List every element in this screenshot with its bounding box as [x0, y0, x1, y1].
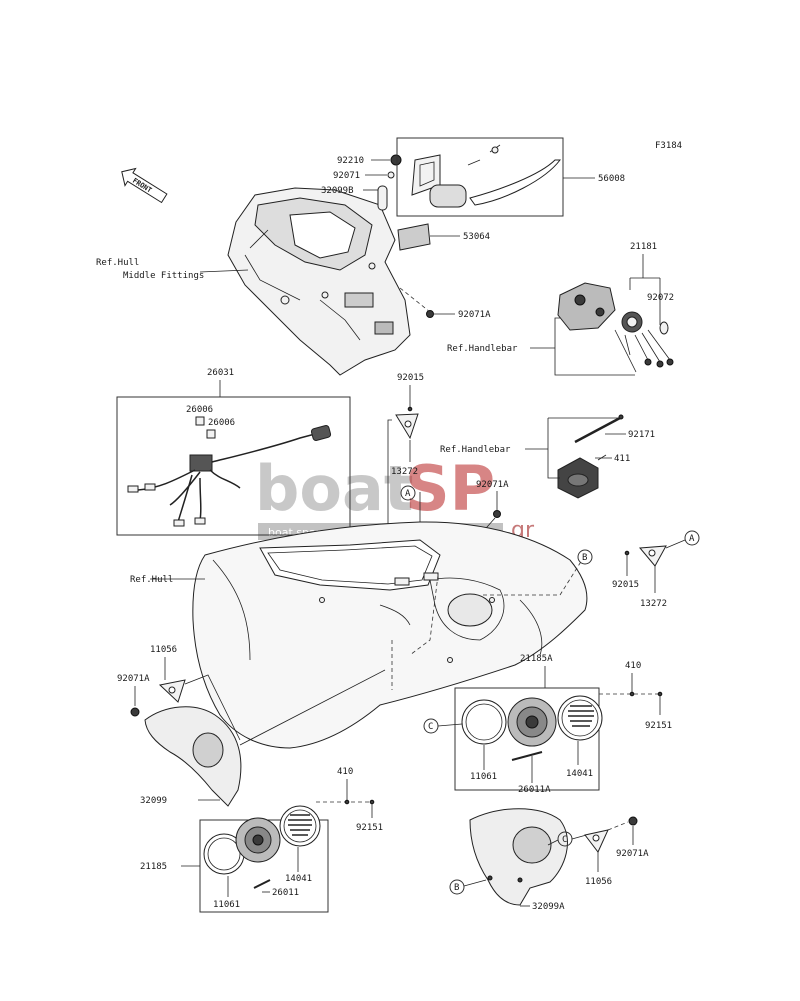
part-number-92171: 92171 [628, 430, 655, 440]
part-number-92071a-right: 92071A [616, 849, 649, 859]
part-number-11061-right: 11061 [470, 772, 497, 782]
part-number-92210: 92210 [337, 156, 364, 166]
part-number-14041-left: 14041 [285, 874, 312, 884]
part-number-32099b: 32099B [321, 186, 354, 196]
callout-a-right [684, 530, 700, 546]
part-number-26011: 26011 [272, 888, 299, 898]
part-number-92071: 92071 [333, 171, 360, 181]
part-number-13272-right: 13272 [640, 599, 667, 609]
hull-deck [192, 521, 588, 749]
harness-box-26031 [116, 396, 351, 536]
speaker-box-21185a [454, 687, 600, 791]
part-number-92072: 92072 [647, 293, 674, 303]
handlebar-switch-21181 [557, 282, 674, 373]
washer-92071 [387, 171, 395, 179]
kit-56008-parts [411, 144, 562, 208]
bolt-92071a-left [130, 707, 140, 717]
part-number-410-left: 410 [337, 767, 353, 777]
ref-handlebar-1: Ref.Handlebar [447, 344, 518, 354]
part-number-92071a-left: 92071A [117, 674, 150, 684]
callout-c-right-label: C [428, 722, 433, 732]
ref-hull: Ref.Hull [130, 575, 173, 585]
part-number-11061-left: 11061 [213, 900, 240, 910]
ref-handlebar-2: Ref.Handlebar [440, 445, 511, 455]
speaker-kit-21185 [203, 805, 321, 889]
part-number-11056-right: 11056 [585, 877, 612, 887]
wire-harness-26031 [127, 416, 332, 527]
part-number-56008: 56008 [598, 174, 625, 184]
callout-b-bottom [449, 879, 465, 895]
nut-92210 [390, 154, 402, 166]
part-number-11056-left: 11056 [150, 645, 177, 655]
part-number-411: 411 [614, 454, 630, 464]
callout-b-top-label: B [582, 553, 587, 563]
handlebar-grip-parts [557, 414, 624, 499]
part-number-21181: 21181 [630, 242, 657, 252]
part-number-92151-right: 92151 [645, 721, 672, 731]
callout-b-top [577, 549, 593, 565]
ref-hull-middle-line2: Middle Fittings [123, 271, 204, 281]
bolt-92071a-right [628, 816, 638, 826]
callout-a-right-label: A [689, 534, 695, 544]
callout-a-mid-label: A [405, 489, 411, 499]
part-number-32099: 32099 [140, 796, 167, 806]
clamp-32099b [377, 185, 388, 211]
part-number-92015-mid: 92015 [397, 373, 424, 383]
kit-box-56008 [396, 137, 564, 217]
part-number-410-right: 410 [625, 661, 641, 671]
watermark-brand-grey: boat [255, 452, 413, 525]
part-number-26006-a: 26006 [186, 405, 213, 415]
cover-32099 [144, 706, 242, 807]
callout-b-bottom-label: B [454, 883, 459, 893]
deck-middle-fitting [227, 187, 411, 376]
part-number-26011a: 26011A [518, 785, 551, 795]
part-number-21185a: 21185A [520, 654, 553, 664]
part-number-92151-left: 92151 [356, 823, 383, 833]
speaker-kit-21185a [461, 695, 603, 761]
part-number-26031: 26031 [207, 368, 234, 378]
bolt-92071a-mid [493, 510, 501, 518]
callout-c-bottom-label: C [562, 835, 567, 845]
ref-hull-middle-line1: Ref.Hull [96, 258, 139, 268]
part-number-92071a-top: 92071A [458, 310, 491, 320]
part-number-21185: 21185 [140, 862, 167, 872]
part-number-13272-mid: 13272 [391, 467, 418, 477]
figure-code: F3184 [655, 141, 682, 151]
plate-53064 [397, 223, 431, 251]
part-number-92015-right: 92015 [612, 580, 639, 590]
part-number-26006-b: 26006 [208, 418, 235, 428]
part-number-14041-right: 14041 [566, 769, 593, 779]
part-number-92071a-mid: 92071A [476, 480, 509, 490]
front-direction-arrow: FRONT [121, 167, 168, 204]
part-number-32099a: 32099A [532, 902, 565, 912]
part-number-53064: 53064 [463, 232, 490, 242]
callout-a-mid [400, 485, 416, 501]
